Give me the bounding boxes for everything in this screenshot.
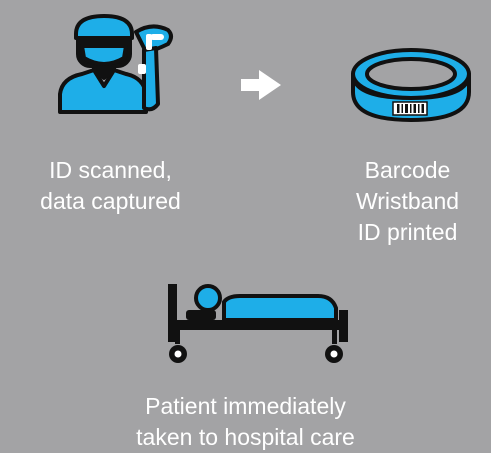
step-2-caption: Barcode Wristband ID printed [330,155,485,248]
barcode-wristband-icon [351,48,471,122]
caption-line: Patient immediately [145,393,346,419]
caption-line: Barcode [364,157,451,183]
person-with-barcode-scanner-icon [58,14,173,114]
arrow-right-icon [241,70,281,100]
step-3-caption: Patient immediately taken to hospital ca… [100,391,391,453]
step-1-caption: ID scanned, data captured [8,155,213,217]
caption-line: data captured [40,188,181,214]
caption-line: Wristband [355,188,460,214]
caption-line: ID scanned, [49,157,172,183]
caption-line: ID printed [357,219,458,245]
patient-in-hospital-bed-icon [168,284,348,363]
caption-line: taken to hospital care [136,424,355,450]
